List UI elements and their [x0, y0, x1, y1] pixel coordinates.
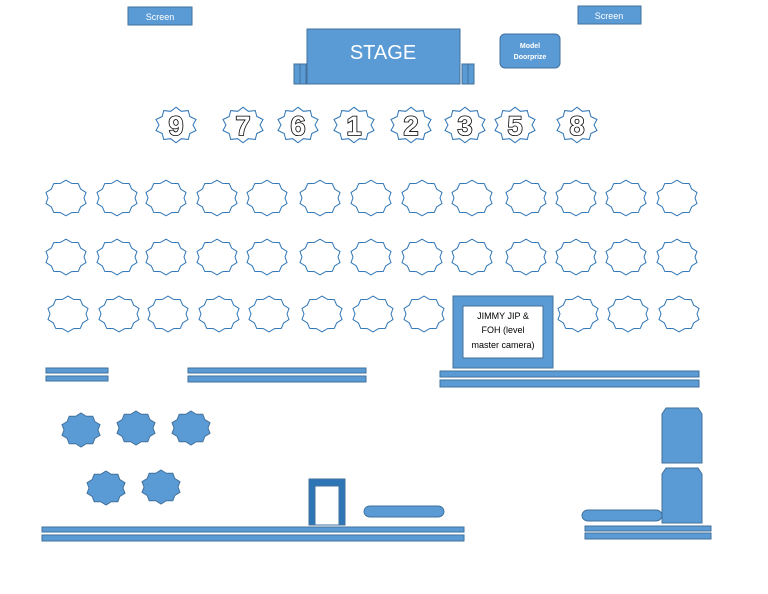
front-table-number: 3 — [457, 111, 472, 141]
round-table-icon[interactable] — [401, 179, 443, 217]
round-table-icon[interactable] — [96, 179, 138, 217]
star-burst-filled-icon[interactable] — [61, 412, 101, 448]
model-doorprize[interactable]: Model Doorprize — [499, 33, 561, 69]
barrier-left — [45, 367, 109, 382]
lounge-tables — [61, 410, 211, 506]
barrier-right — [439, 370, 700, 388]
round-table-icon[interactable] — [505, 179, 547, 217]
round-table-icon[interactable] — [145, 179, 187, 217]
round-table-icon[interactable] — [47, 295, 89, 333]
front-table-1[interactable]: 1 — [333, 106, 375, 144]
round-table-icon[interactable] — [656, 179, 698, 217]
round-table-icon[interactable] — [196, 238, 238, 276]
front-tables: 9 7 6 1 2 3 5 8 — [155, 106, 598, 144]
doorprize-line2: Doorprize — [514, 54, 547, 61]
front-table-number: 1 — [346, 111, 361, 141]
round-table-icon[interactable] — [299, 179, 341, 217]
screen-right[interactable]: Screen — [577, 5, 642, 25]
round-table-icon[interactable] — [656, 238, 698, 276]
camera-booth[interactable]: JIMMY JIP & FOH (level master camera) — [452, 295, 554, 369]
front-table-9[interactable]: 9 — [155, 106, 197, 144]
star-burst-filled-icon[interactable] — [116, 410, 156, 446]
round-table-icon[interactable] — [248, 295, 290, 333]
front-table-number: 8 — [569, 111, 584, 141]
round-table-icon[interactable] — [198, 295, 240, 333]
round-table-icon[interactable] — [350, 238, 392, 276]
round-table-icon[interactable] — [45, 179, 87, 217]
round-table-icon[interactable] — [299, 238, 341, 276]
doorprize-line1: Model — [520, 43, 540, 50]
front-table-7[interactable]: 7 — [222, 106, 264, 144]
front-table-number: 9 — [168, 111, 183, 141]
round-table-icon[interactable] — [555, 238, 597, 276]
front-table-number: 5 — [507, 111, 522, 141]
booth-line2: FOH (level — [481, 325, 524, 335]
star-burst-filled-icon[interactable] — [86, 470, 126, 506]
round-table-icon[interactable] — [451, 238, 493, 276]
front-table-number: 6 — [290, 111, 305, 141]
front-table-number: 7 — [235, 111, 250, 141]
front-table-2[interactable]: 2 — [390, 106, 432, 144]
screen-right-label: Screen — [595, 11, 624, 21]
stage[interactable]: STAGE — [293, 28, 475, 85]
round-table-icon[interactable] — [352, 295, 394, 333]
door-frame-icon[interactable] — [308, 478, 346, 526]
bench-right[interactable] — [581, 509, 663, 522]
stage-label: STAGE — [350, 42, 416, 64]
round-table-icon[interactable] — [45, 238, 87, 276]
round-table-icon[interactable] — [145, 238, 187, 276]
screen-left[interactable]: Screen — [127, 6, 193, 26]
round-table-icon[interactable] — [301, 295, 343, 333]
round-table-icon[interactable] — [98, 295, 140, 333]
round-table-icon[interactable] — [658, 295, 700, 333]
round-table-icon[interactable] — [607, 295, 649, 333]
bench-middle[interactable] — [363, 505, 445, 518]
booth-line3: master camera) — [471, 340, 534, 350]
round-table-icon[interactable] — [96, 238, 138, 276]
round-table-icon[interactable] — [555, 179, 597, 217]
seating-area — [45, 179, 700, 333]
round-table-icon[interactable] — [451, 179, 493, 217]
barrier-middle — [187, 367, 367, 383]
round-table-icon[interactable] — [403, 295, 445, 333]
bottom-bar-right — [584, 525, 712, 540]
round-table-icon[interactable] — [147, 295, 189, 333]
round-table-icon[interactable] — [196, 179, 238, 217]
round-table-icon[interactable] — [605, 238, 647, 276]
front-table-number: 2 — [403, 111, 418, 141]
round-table-icon[interactable] — [557, 295, 599, 333]
round-table-icon[interactable] — [246, 179, 288, 217]
speaker-stack-icon[interactable] — [661, 407, 703, 524]
star-burst-filled-icon[interactable] — [141, 469, 181, 505]
star-burst-filled-icon[interactable] — [171, 410, 211, 446]
front-table-5[interactable]: 5 — [494, 106, 536, 144]
booth-line1: JIMMY JIP & — [477, 311, 529, 321]
round-table-icon[interactable] — [246, 238, 288, 276]
screen-left-label: Screen — [146, 12, 175, 22]
round-table-icon[interactable] — [350, 179, 392, 217]
round-table-icon[interactable] — [505, 238, 547, 276]
round-table-icon[interactable] — [605, 179, 647, 217]
bottom-bar-left — [41, 526, 465, 542]
front-table-3[interactable]: 3 — [444, 106, 486, 144]
round-table-icon[interactable] — [401, 238, 443, 276]
front-table-8[interactable]: 8 — [556, 106, 598, 144]
front-table-6[interactable]: 6 — [277, 106, 319, 144]
